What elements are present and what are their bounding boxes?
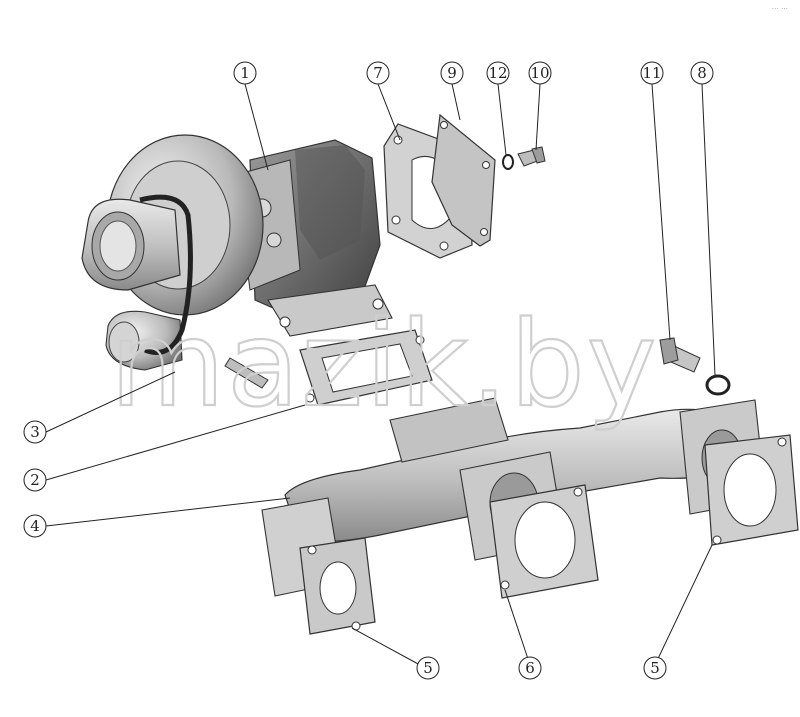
bolt-part-11	[659, 337, 701, 373]
callout-circle	[690, 61, 714, 85]
callout-3-c3: 3	[23, 420, 47, 444]
plate-part-9	[431, 113, 496, 247]
callout-circle	[528, 61, 552, 85]
washer-part-8	[705, 374, 731, 396]
port-gasket-left-part-5	[299, 537, 376, 635]
callout-12-c12: 12	[486, 61, 510, 85]
gasket-part-2	[299, 329, 433, 406]
callout-2-c2: 2	[23, 468, 47, 492]
callout-circle	[233, 61, 257, 85]
callout-5-c5a: 5	[416, 656, 440, 680]
callout-circle	[440, 61, 464, 85]
callout-label: 12	[488, 64, 507, 82]
actuator-hose	[139, 194, 193, 355]
corner-mark: … …	[772, 3, 788, 11]
port-gasket-right-part-5	[704, 434, 799, 546]
callout-circle	[366, 61, 390, 85]
callout-8-c8: 8	[690, 61, 714, 85]
callout-label: 5	[650, 659, 660, 677]
bolt-part-10	[517, 146, 546, 167]
callout-4-c4: 4	[23, 514, 47, 538]
callout-9-c9: 9	[440, 61, 464, 85]
callout-circle	[486, 61, 510, 85]
callout-circle	[518, 656, 542, 680]
leader-lines	[45, 83, 716, 666]
callout-group: 1 7 9 12 10 11 8 3 2 4 5 6 5	[23, 61, 714, 680]
callout-1-c1: 1	[233, 61, 257, 85]
callout-10-c10: 10	[528, 61, 552, 85]
callout-label: 11	[642, 64, 661, 82]
callout-circle	[416, 656, 440, 680]
callout-circle	[23, 420, 47, 444]
callout-6-c6: 6	[518, 656, 542, 680]
washer-part-12	[502, 154, 514, 170]
callout-label: 4	[30, 517, 40, 535]
callout-label: 2	[30, 471, 40, 489]
callout-label: 3	[30, 423, 40, 441]
watermark-text: mazik.by	[110, 295, 659, 433]
callout-circle	[643, 656, 667, 680]
callout-7-c7: 7	[366, 61, 390, 85]
callout-label: 6	[525, 659, 535, 677]
callout-circle	[23, 468, 47, 492]
callout-label: 7	[373, 64, 383, 82]
callout-11-c11: 11	[640, 61, 664, 85]
callout-5-c5b: 5	[643, 656, 667, 680]
callout-label: 1	[240, 64, 250, 82]
callout-label: 9	[447, 64, 457, 82]
port-gasket-middle-part-6	[489, 484, 599, 599]
turbocharger-part	[81, 134, 393, 389]
callout-label: 5	[423, 659, 433, 677]
callout-circle	[640, 61, 664, 85]
callout-circle	[23, 514, 47, 538]
callout-label: 10	[530, 64, 549, 82]
callout-label: 8	[697, 64, 707, 82]
